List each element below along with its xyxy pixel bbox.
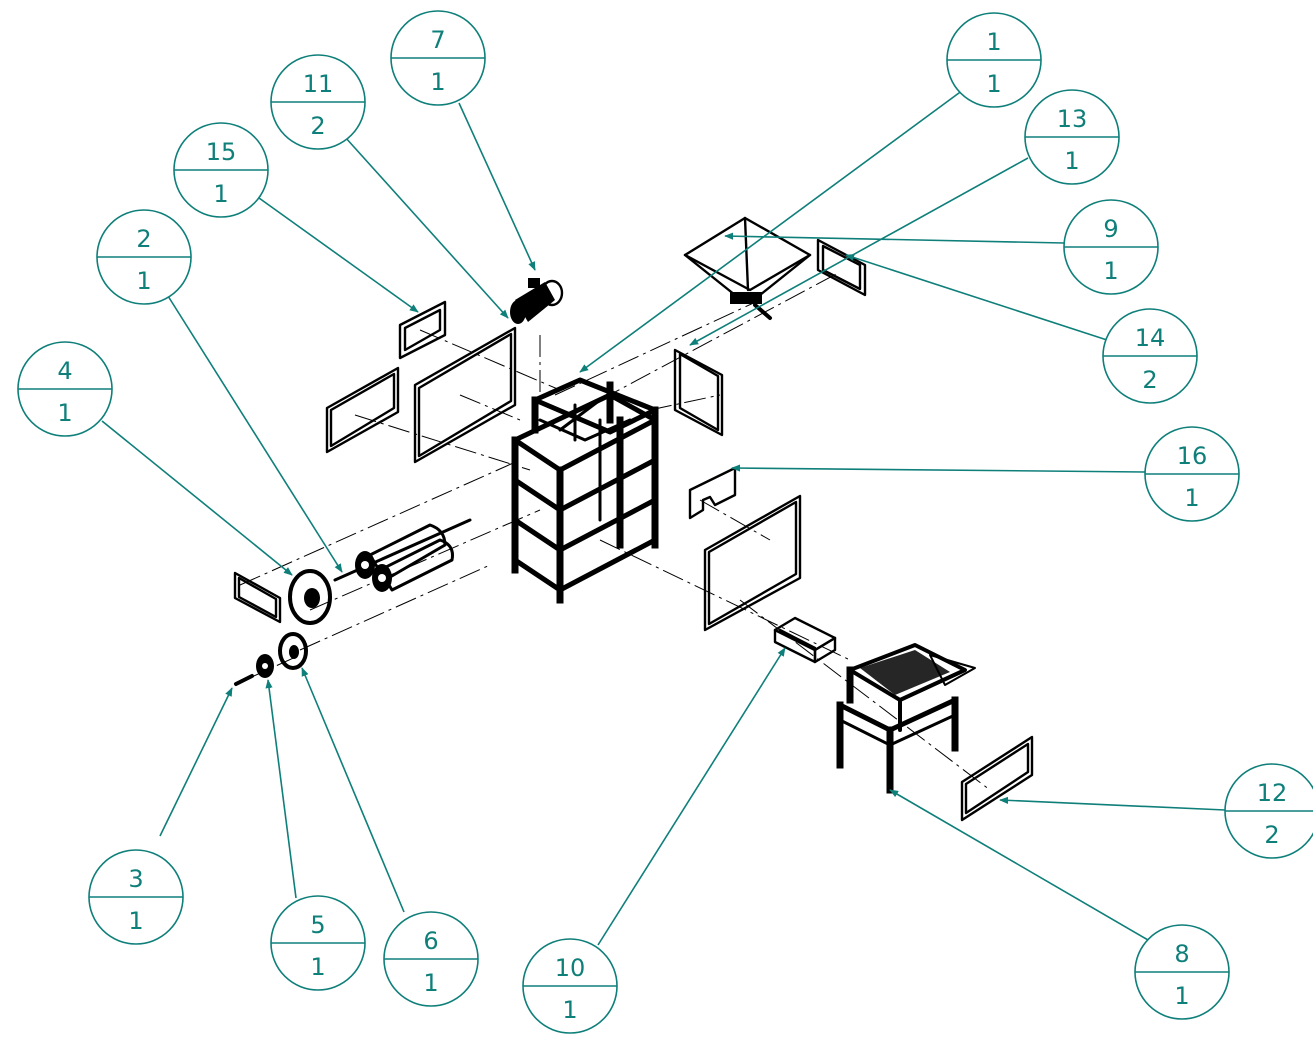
part-left-panel bbox=[325, 366, 400, 454]
balloon-quantity: 1 bbox=[1184, 484, 1199, 512]
part-notched-plate bbox=[688, 466, 737, 520]
part-flange bbox=[288, 569, 332, 625]
balloon-item-number: 5 bbox=[310, 911, 325, 939]
balloon-item-number: 11 bbox=[303, 70, 334, 98]
balloon-quantity: 1 bbox=[430, 68, 445, 96]
balloon-quantity: 1 bbox=[213, 180, 228, 208]
balloon-item-number: 7 bbox=[430, 26, 445, 54]
part-side-cover bbox=[816, 238, 867, 297]
balloon-item-number: 2 bbox=[136, 225, 151, 253]
balloon-quantity: 1 bbox=[1103, 257, 1118, 285]
balloon-item-10: 10 1 bbox=[522, 938, 618, 1034]
balloon-item-number: 15 bbox=[206, 138, 237, 166]
part-stand bbox=[836, 643, 976, 794]
balloon-item-number: 6 bbox=[423, 927, 438, 955]
balloon-quantity: 1 bbox=[310, 953, 325, 981]
balloon-item-number: 16 bbox=[1177, 442, 1208, 470]
balloon-quantity: 1 bbox=[986, 70, 1001, 98]
balloon-item-number: 13 bbox=[1057, 105, 1088, 133]
balloon-item-16: 16 1 bbox=[1144, 426, 1240, 522]
center-lines bbox=[239, 271, 991, 791]
leader-lines bbox=[101, 89, 1226, 946]
balloon-item-number: 10 bbox=[555, 954, 586, 982]
balloon-quantity: 1 bbox=[423, 969, 438, 997]
balloon-item-4: 4 1 bbox=[17, 341, 113, 437]
part-washer bbox=[278, 632, 308, 670]
part-end-cover bbox=[233, 571, 282, 624]
balloon-item-number: 14 bbox=[1135, 324, 1166, 352]
balloon-item-15: 15 1 bbox=[173, 122, 269, 218]
balloon-item-11: 11 2 bbox=[270, 54, 366, 150]
part-rollers bbox=[333, 518, 472, 592]
balloon-item-1: 1 1 bbox=[946, 12, 1042, 108]
balloon-item-3: 3 1 bbox=[88, 849, 184, 945]
balloon-item-number: 4 bbox=[57, 357, 72, 385]
balloon-item-12: 12 2 bbox=[1224, 763, 1313, 859]
part-shaft bbox=[234, 674, 254, 686]
balloon-item-number: 9 bbox=[1103, 215, 1118, 243]
balloon-quantity: 2 bbox=[1264, 821, 1279, 849]
balloon-item-number: 1 bbox=[986, 28, 1001, 56]
balloon-quantity: 1 bbox=[1064, 147, 1079, 175]
part-large-panel bbox=[413, 326, 517, 464]
balloon-item-6: 6 1 bbox=[383, 911, 479, 1007]
part-bottom-panel bbox=[960, 735, 1034, 822]
balloon-item-number: 8 bbox=[1174, 940, 1189, 968]
balloon-quantity: 1 bbox=[136, 267, 151, 295]
balloon-item-14: 14 2 bbox=[1102, 308, 1198, 404]
balloon-quantity: 2 bbox=[310, 112, 325, 140]
balloon-item-7: 7 1 bbox=[390, 10, 486, 106]
part-main-frame bbox=[511, 377, 659, 604]
balloon-item-number: 3 bbox=[128, 865, 143, 893]
balloon-quantity: 2 bbox=[1142, 366, 1157, 394]
part-small-cover bbox=[398, 300, 447, 360]
balloon-item-9: 9 1 bbox=[1063, 199, 1159, 295]
balloon-item-13: 13 1 bbox=[1024, 89, 1120, 185]
balloon-quantity: 1 bbox=[1174, 982, 1189, 1010]
balloon-quantity: 1 bbox=[562, 996, 577, 1024]
part-nut bbox=[256, 654, 274, 678]
balloon-item-8: 8 1 bbox=[1134, 924, 1230, 1020]
balloon-quantity: 1 bbox=[128, 907, 143, 935]
part-hopper bbox=[683, 216, 812, 320]
part-tray bbox=[773, 616, 837, 664]
part-motor bbox=[510, 278, 564, 324]
part-right-panel bbox=[703, 494, 802, 632]
balloon-item-2: 2 1 bbox=[96, 209, 192, 305]
balloon-item-number: 12 bbox=[1257, 779, 1288, 807]
balloon-item-5: 5 1 bbox=[270, 895, 366, 991]
balloon-quantity: 1 bbox=[57, 399, 72, 427]
part-rear-panel bbox=[673, 348, 724, 437]
